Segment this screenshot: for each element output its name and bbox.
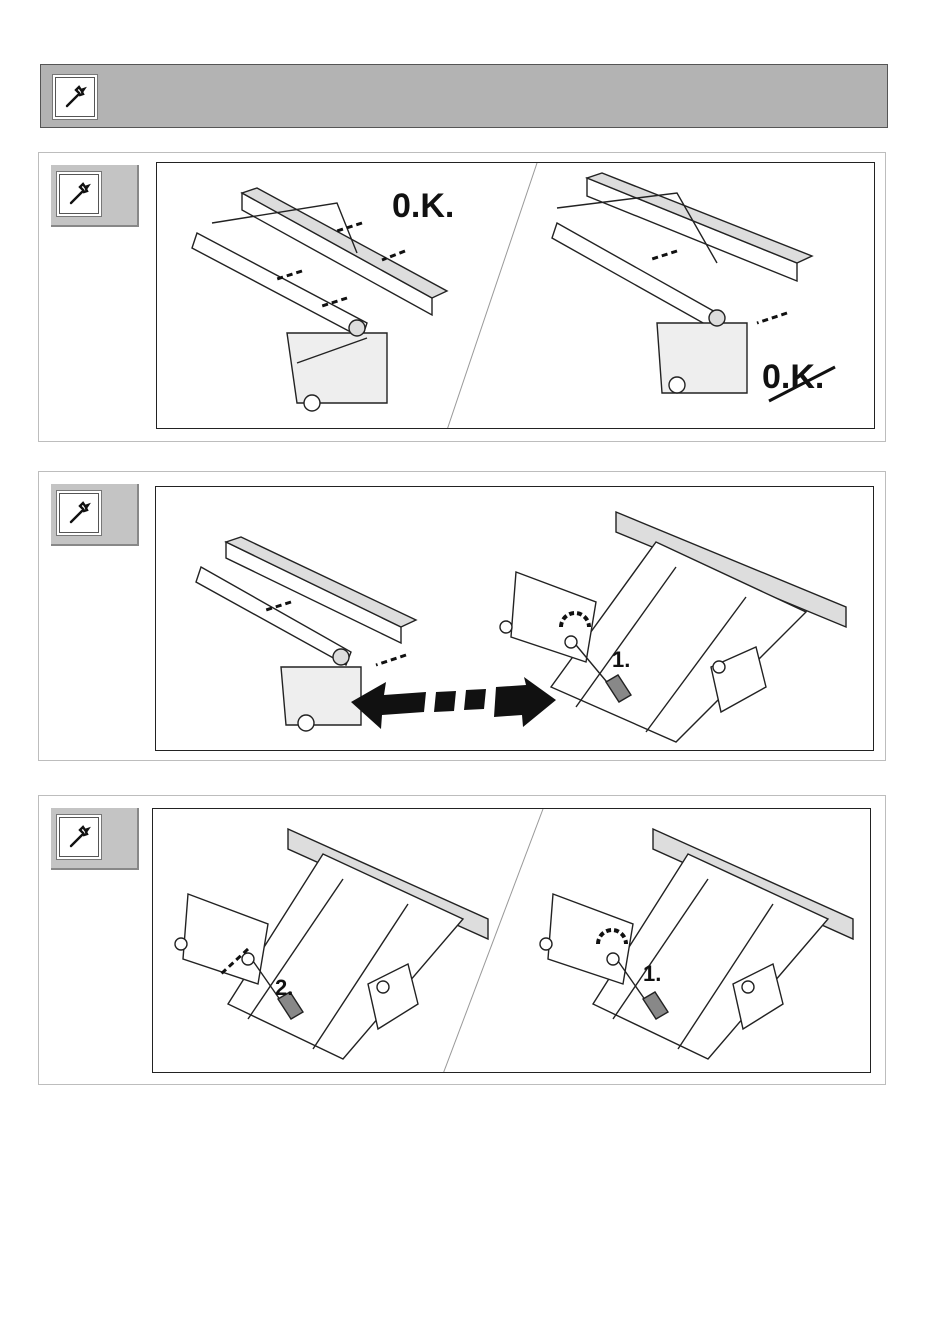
section-2: 1. bbox=[38, 471, 886, 761]
section-2-illustration: 1. bbox=[155, 486, 874, 751]
header-wrench-icon bbox=[55, 77, 95, 117]
step-label-right: 1. bbox=[643, 961, 661, 987]
wrench-icon bbox=[59, 817, 99, 857]
section-1-illustration: 0.K. 0.K. bbox=[156, 162, 875, 429]
section-3-illustration: 2. 1. bbox=[152, 808, 871, 1073]
wrench-icon bbox=[59, 174, 99, 214]
section-1-tab bbox=[51, 165, 139, 227]
section-1: 0.K. 0.K. bbox=[38, 152, 886, 442]
section-3: 2. 1. bbox=[38, 795, 886, 1085]
wrench-icon bbox=[59, 493, 99, 533]
step-label: 1. bbox=[612, 647, 630, 673]
step-label-left: 2. bbox=[275, 975, 293, 1001]
section-2-tab bbox=[51, 484, 139, 546]
header-bar bbox=[40, 64, 888, 128]
strike-icon bbox=[157, 163, 875, 429]
section-3-tab bbox=[51, 808, 139, 870]
